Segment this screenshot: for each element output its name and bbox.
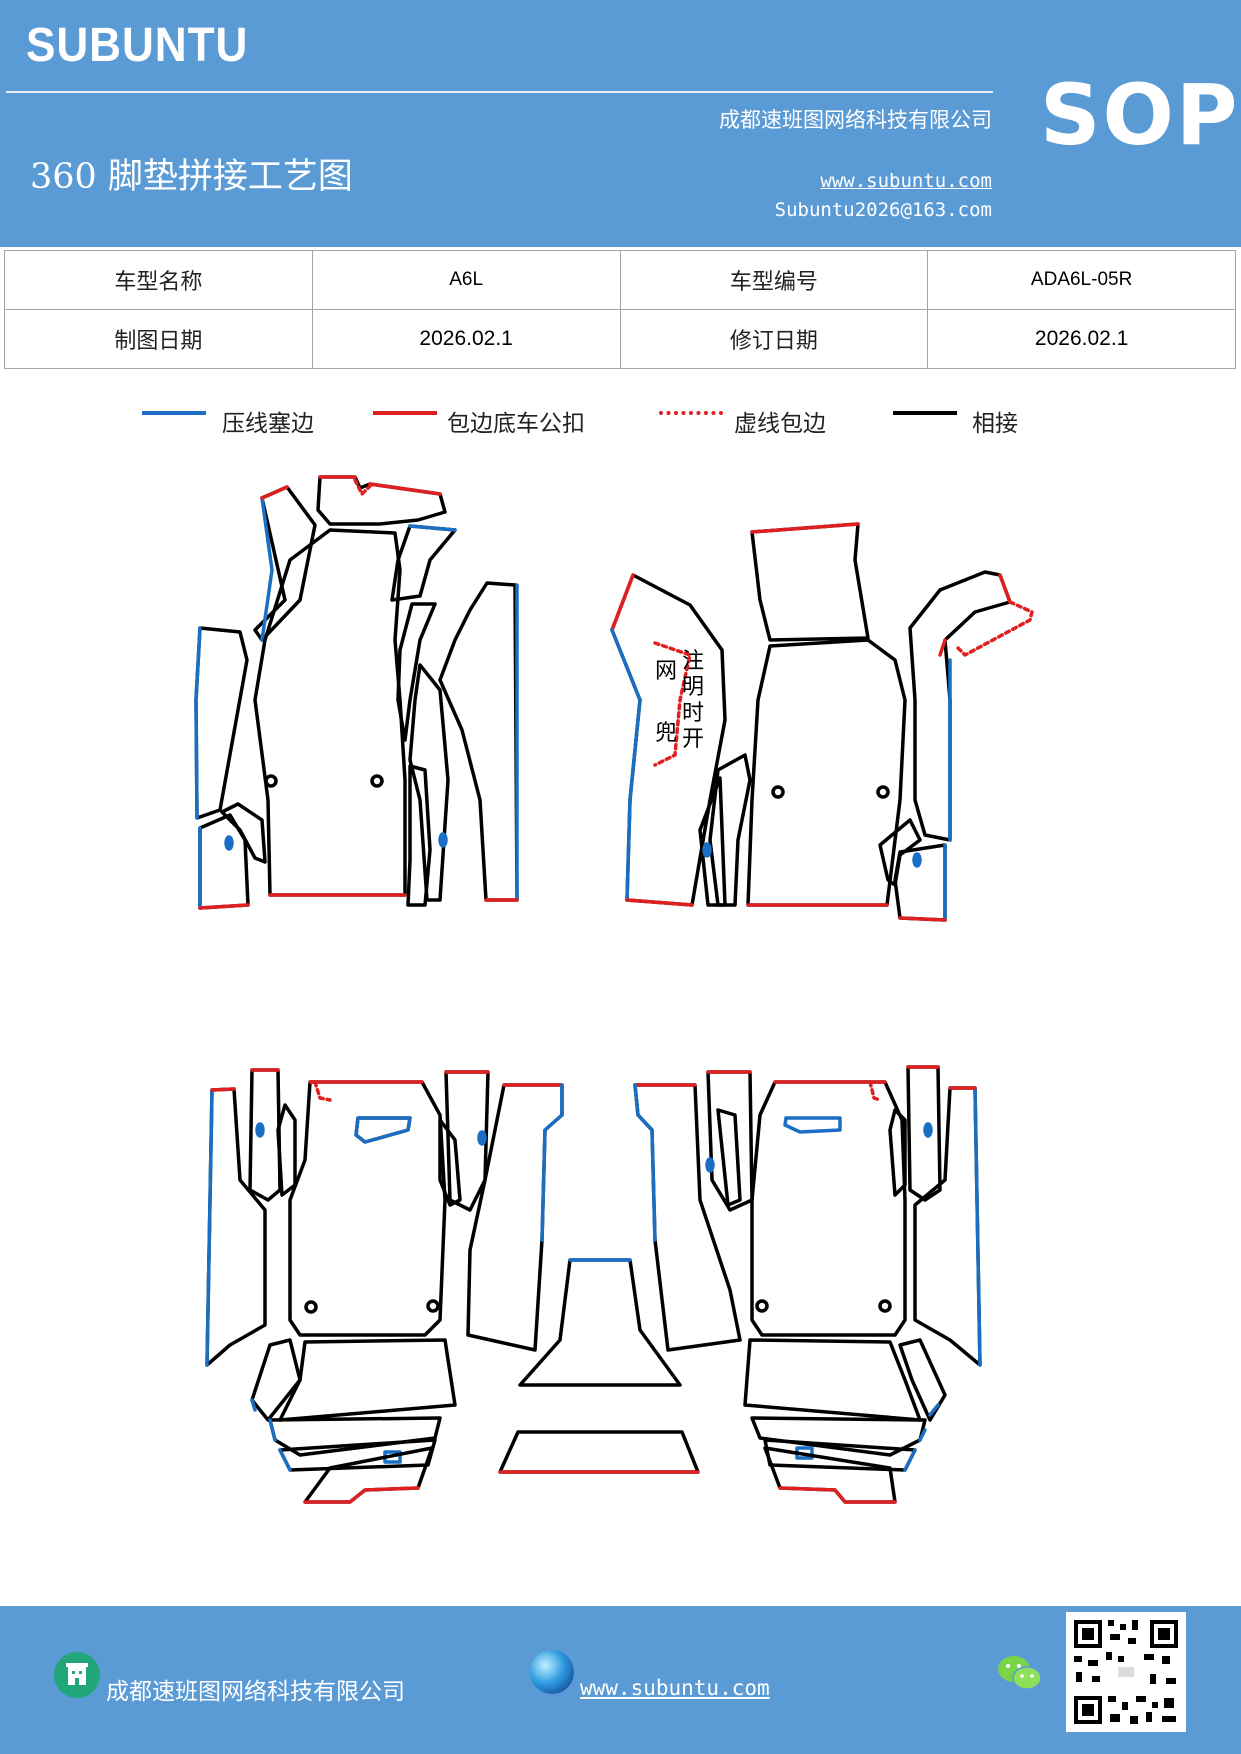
globe-icon: [530, 1650, 574, 1694]
brand-logo: SUBUNTU: [26, 19, 249, 72]
building-icon: [54, 1652, 100, 1698]
mat-piece-rear-right-pillar: [888, 1065, 942, 1202]
mat-piece-front-left-strip: [253, 485, 317, 642]
legend-swatch-black: [893, 411, 957, 415]
page-title: 360 脚垫拼接工艺图: [30, 157, 353, 197]
model-name-value: A6L: [311, 250, 621, 310]
mat-piece-front-left-door: [194, 626, 249, 820]
header-divider: [6, 91, 993, 93]
table-row: 车型名称 A6L 车型编号 ADA6L-05R: [4, 250, 1236, 310]
info-table: 车型名称 A6L 车型编号 ADA6L-05R 制图日期 2026.02.1 修…: [4, 250, 1236, 369]
email-address: Subuntu2026@163.com: [774, 199, 992, 221]
header: SUBUNTU SOP 成都速班图网络科技有限公司 360 脚垫拼接工艺图 ww…: [0, 0, 1241, 247]
footer-website-link[interactable]: www.subuntu.com: [580, 1676, 770, 1700]
mat-piece-front-left-tunnel: [390, 524, 457, 742]
footer-company-name: 成都速班图网络科技有限公司: [106, 1679, 405, 1705]
mat-piece-rear-left-main: [288, 1080, 447, 1337]
sop-label: SOP: [1040, 66, 1240, 164]
mat-piece-rear-right-arc-1: [750, 1416, 927, 1457]
mat-piece-rear-left-pillar: [248, 1068, 297, 1202]
mat-piece-rear-left-pillar-right: [438, 1070, 490, 1212]
footer: 成都速班图网络科技有限公司 www.subuntu.com: [0, 1606, 1241, 1754]
legend-swatch-red: [373, 411, 437, 415]
mat-piece-rear-right-pillar-left: [705, 1070, 754, 1212]
legend-swatch-blue: [142, 411, 206, 415]
mat-piece-rear-left-side: [205, 1087, 267, 1367]
diagram-note-left-2: 兜: [655, 721, 677, 746]
mat-piece-rear-left-seat-base: [250, 1338, 457, 1422]
wechat-icon[interactable]: [996, 1652, 1044, 1694]
table-row: 制图日期 2026.02.1 修订日期 2026.02.1: [4, 309, 1236, 369]
mat-piece-front-right-tunnel: [698, 753, 752, 907]
mat-piece-front-left-corner: [198, 802, 267, 910]
mat-piece-front-left-hump: [316, 475, 447, 526]
legend-label: 相接: [972, 411, 1018, 437]
model-name-label: 车型名称: [4, 250, 313, 310]
qr-code: [1066, 1612, 1186, 1732]
legend-label: 虚线包边: [734, 411, 826, 437]
diagram-note-right-3: 时: [682, 701, 704, 726]
mat-piece-front-left-main: [253, 528, 407, 897]
model-code-label: 车型编号: [619, 250, 929, 310]
mat-piece-rear-right-side-left: [633, 1083, 742, 1352]
diagram-note-right-2: 明: [682, 675, 704, 700]
company-name: 成都速班图网络科技有限公司: [719, 108, 992, 132]
diagram-note-left-1: 网: [655, 659, 677, 684]
website-link[interactable]: www.subuntu.com: [820, 170, 992, 192]
diagram-note-right-4: 开: [682, 727, 704, 752]
draw-date-value: 2026.02.1: [311, 309, 621, 369]
mat-piece-rear-left-arc-3: [303, 1446, 434, 1504]
mat-piece-front-left-side-right: [406, 581, 519, 907]
mat-piece-front-right-seatback: [750, 522, 870, 642]
mat-piece-rear-right-main: [750, 1080, 907, 1337]
diagram-note-right-1: 注: [682, 649, 704, 674]
mat-piece-rear-center-hump: [518, 1258, 682, 1387]
mat-piece-rear-right-side: [913, 1086, 982, 1367]
mat-piece-front-right-corner: [878, 818, 947, 922]
legend-swatch-red-dotted: [659, 411, 723, 415]
revise-date-label: 修订日期: [619, 309, 929, 369]
revise-date-value: 2026.02.1: [927, 309, 1236, 369]
floor-mat-diagram: 网 兜 注 明 时 开: [194, 475, 1034, 1504]
legend: 压线塞边 包边底车公扣 虚线包边 相接: [0, 400, 1241, 440]
mat-piece-front-right-side: [908, 570, 1034, 842]
mat-piece-rear-left-arc-1: [268, 1416, 442, 1457]
mat-piece-front-right-door: 网 兜 注 明 时 开: [610, 573, 727, 907]
legend-label: 包边底车公扣: [447, 411, 585, 437]
mat-piece-front-right-main: [746, 638, 907, 907]
mat-piece-rear-left-side-right: [466, 1083, 564, 1352]
model-code-value: ADA6L-05R: [927, 250, 1236, 310]
mat-piece-rear-right-arc-3: [763, 1446, 897, 1504]
draw-date-label: 制图日期: [4, 309, 313, 369]
mat-piece-rear-right-seat-base: [743, 1338, 947, 1422]
legend-label: 压线塞边: [222, 411, 314, 437]
mat-piece-rear-center-floor: [498, 1430, 700, 1474]
